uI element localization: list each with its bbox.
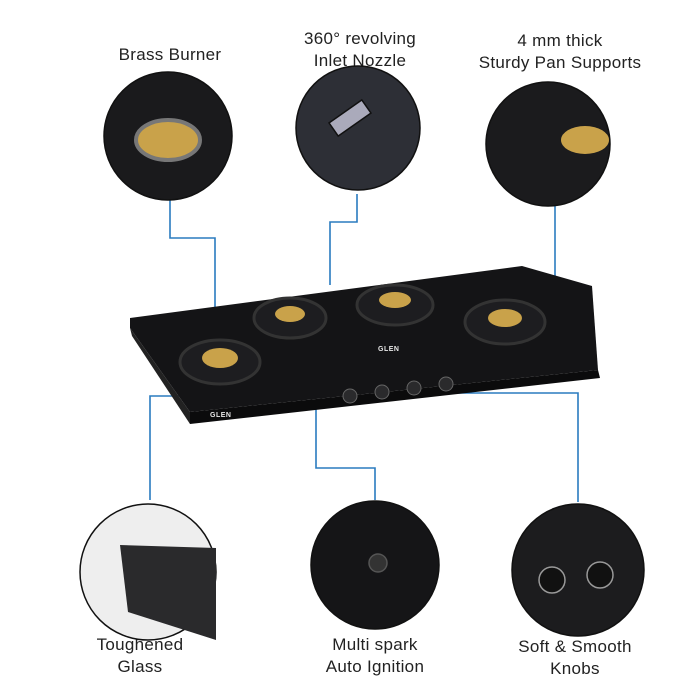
label-line: 360° revolving bbox=[303, 29, 417, 48]
burners bbox=[178, 283, 547, 386]
label-line: Soft & Smooth bbox=[518, 637, 632, 656]
label-line: Auto Ignition bbox=[325, 657, 425, 676]
stove-front bbox=[190, 370, 600, 424]
connector-nozzle bbox=[329, 194, 358, 285]
label-line: Glass bbox=[117, 657, 163, 676]
connector-lines bbox=[149, 194, 579, 502]
label-brass-burner: Brass Burner bbox=[118, 45, 222, 64]
detail-knobs bbox=[511, 503, 645, 637]
label-line: Sturdy Pan Supports bbox=[478, 53, 642, 72]
connector-ignition bbox=[315, 405, 376, 500]
label-line: Toughened bbox=[96, 635, 184, 654]
stove-knobs bbox=[342, 376, 454, 404]
detail-circles bbox=[79, 65, 645, 641]
label-line: Inlet Nozzle bbox=[313, 51, 407, 70]
gas-stove bbox=[130, 266, 600, 424]
detail-inlet-nozzle bbox=[295, 65, 421, 191]
stove-side bbox=[130, 328, 190, 424]
brand-logo-front: GLEN bbox=[210, 412, 232, 419]
label-line: 4 mm thick bbox=[517, 31, 603, 50]
label-line: Multi spark bbox=[332, 635, 418, 654]
connector-brass bbox=[169, 198, 216, 355]
detail-pan-supports bbox=[485, 81, 611, 207]
brand-logo-glass: GLEN bbox=[378, 346, 400, 353]
connector-knobs bbox=[450, 392, 579, 502]
label-line: Knobs bbox=[550, 659, 600, 678]
